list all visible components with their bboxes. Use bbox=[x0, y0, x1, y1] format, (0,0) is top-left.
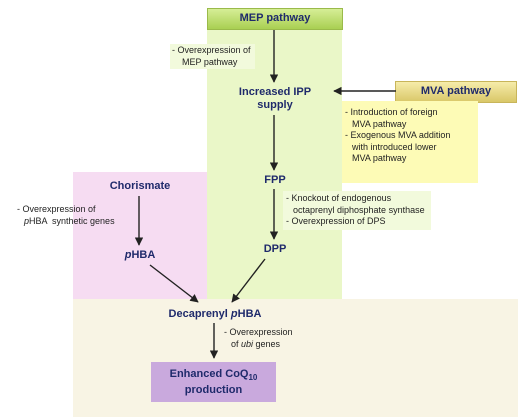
phba-genes-line1: - Overexpression of bbox=[17, 204, 96, 214]
fpp-label: FPP bbox=[264, 174, 286, 186]
ubi-italic: ubi bbox=[241, 338, 254, 349]
phba-prefix: p bbox=[124, 249, 132, 261]
chorismate-node: Chorismate bbox=[95, 180, 185, 193]
ubi-rest: genes bbox=[253, 338, 281, 349]
mva-note-box bbox=[342, 101, 478, 183]
ubi-of: of bbox=[231, 338, 242, 349]
mep-overexpression-note: - Overexpression of MEP pathway bbox=[170, 44, 255, 69]
fpp-note-line3: - Overexpression of DPS bbox=[286, 216, 386, 226]
dpp-label: DPP bbox=[263, 243, 287, 255]
mva-note-line5: MVA pathway bbox=[352, 153, 407, 163]
phba-genes-rest: HBA synthetic genes bbox=[29, 215, 115, 226]
mva-pathway-label: MVA pathway bbox=[420, 85, 492, 97]
dpp-node: DPP bbox=[255, 243, 295, 256]
coq-subscript: 10 bbox=[248, 373, 258, 383]
phba-genes-note: - Overexpression of pHBA synthetic genes bbox=[17, 204, 115, 227]
mva-note-line4: with introduced lower bbox=[352, 141, 437, 152]
ubi-note-line2: of ubi genes bbox=[224, 339, 293, 351]
increased-ipp-line2: supply bbox=[257, 99, 293, 111]
mep-pathway-label: MEP pathway bbox=[239, 12, 311, 24]
ubi-note-line1: - Overexpression bbox=[224, 327, 293, 337]
arrow-dpp-to-decaprenyl bbox=[231, 258, 266, 303]
chorismate-label: Chorismate bbox=[109, 180, 171, 192]
mva-note-line1: - Introduction of foreign bbox=[345, 107, 438, 117]
fpp-note-line2: octaprenyl diphosphate synthase bbox=[293, 204, 425, 215]
increased-ipp-node: Increased IPP supply bbox=[225, 86, 325, 112]
mep-note-line1: - Overexpression of bbox=[172, 45, 251, 55]
decaprenyl-p: p bbox=[230, 308, 238, 320]
coq-prefix: Enhanced CoQ bbox=[169, 368, 249, 380]
fpp-note-line1: - Knockout of endogenous bbox=[286, 193, 392, 203]
ubi-genes-note: - Overexpression of ubi genes bbox=[224, 327, 293, 350]
phba-node: pHBA bbox=[110, 249, 170, 262]
mva-note: - Introduction of foreign MVA pathway - … bbox=[345, 107, 450, 165]
mva-note-line2: MVA pathway bbox=[352, 118, 407, 129]
fpp-dps-note: - Knockout of endogenous octaprenyl diph… bbox=[283, 191, 431, 230]
coq-box bbox=[151, 362, 276, 402]
enhanced-coq-node: Enhanced CoQ10 production bbox=[151, 368, 276, 397]
phba-genes-line2: pHBA synthetic genes bbox=[17, 216, 115, 228]
mep-note-line2: MEP pathway bbox=[182, 56, 238, 67]
decaprenyl-suffix: HBA bbox=[237, 308, 262, 320]
decaprenyl-phba-node: Decaprenyl pHBA bbox=[150, 308, 280, 321]
decaprenyl-main: Decaprenyl bbox=[168, 308, 231, 320]
arrow-phba-to-decaprenyl bbox=[149, 264, 199, 303]
phba-genes-p: p bbox=[24, 215, 30, 226]
coq-line2: production bbox=[184, 384, 243, 397]
bottom-region bbox=[73, 299, 518, 417]
increased-ipp-line1: Increased IPP bbox=[238, 86, 312, 98]
fpp-node: FPP bbox=[255, 174, 295, 187]
mva-note-line3: - Exogenous MVA addition bbox=[345, 130, 451, 140]
chorismate-region bbox=[73, 172, 207, 299]
mep-pathway-header: MEP pathway bbox=[207, 8, 343, 30]
phba-main: HBA bbox=[131, 249, 156, 261]
